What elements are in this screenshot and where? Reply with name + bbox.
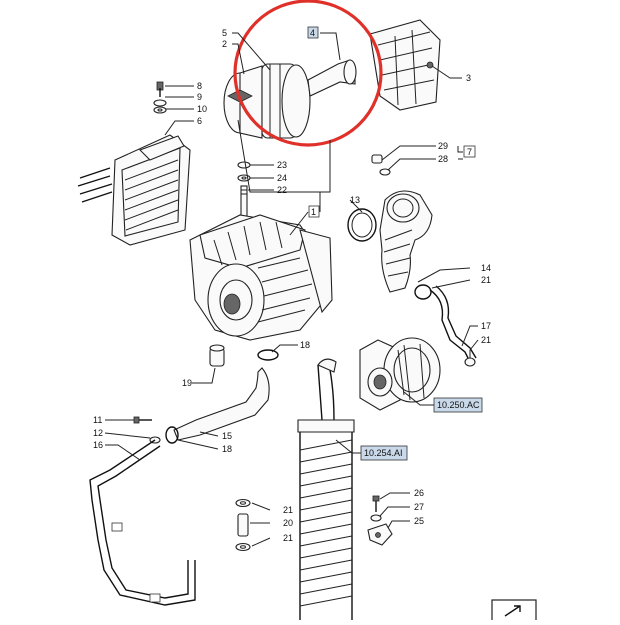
callout-25: 25 [414, 516, 424, 526]
callout-26: 26 [414, 488, 424, 498]
bolt-washer-11-12 [133, 416, 161, 444]
hose-clamp-13 [347, 208, 377, 242]
exhaust-pipe [297, 358, 355, 620]
callout-6: 6 [197, 116, 202, 126]
turbo-ref-label[interactable]: 10.250.AC [437, 400, 480, 410]
callout-15: 15 [222, 431, 232, 441]
turbocharger [359, 337, 441, 411]
bracket-set-25-27 [367, 495, 393, 546]
leader-lines [104, 32, 479, 547]
drain-hose-15 [165, 367, 270, 444]
intake-grille [77, 134, 191, 246]
callout-27: 27 [414, 502, 424, 512]
callout-10: 10 [197, 104, 207, 114]
airbox-bracket [369, 19, 441, 111]
callout-22: 22 [277, 185, 287, 195]
spacer-stack-20-21 [235, 498, 251, 552]
callout-21-b: 21 [481, 335, 491, 345]
callout-19: 19 [182, 378, 192, 388]
callout-17: 17 [481, 321, 491, 331]
bolt-washer-set-top [153, 81, 167, 114]
callout-18-b: 18 [222, 444, 232, 454]
exhaust-ref-label[interactable]: 10.254.AI [364, 448, 403, 458]
callout-4-box [307, 26, 319, 39]
callout-20: 20 [283, 518, 293, 528]
cap-oring-set [371, 154, 391, 176]
callout-11: 11 [93, 415, 102, 425]
callout-13: 13 [350, 195, 360, 205]
plug-19 [209, 344, 225, 367]
callout-21-c: 21 [283, 505, 293, 515]
callout-8: 8 [197, 81, 202, 91]
callout-1: 1 [311, 207, 316, 217]
intake-elbow-hose [379, 190, 433, 293]
drain-tube-16 [89, 439, 196, 606]
next-page-icon[interactable] [491, 599, 537, 625]
callout-18-a: 18 [300, 340, 310, 350]
callout-7: 7 [467, 147, 472, 157]
air-cleaner-body [189, 214, 333, 341]
callout-3: 3 [466, 73, 471, 83]
oring-18-upper [257, 349, 279, 361]
callout-14: 14 [481, 263, 491, 273]
callout-16: 16 [93, 440, 103, 450]
callout-4: 4 [310, 28, 315, 38]
callout-21-a: 21 [481, 275, 491, 285]
callout-2: 2 [222, 39, 227, 49]
highlight-circle [233, 0, 383, 147]
turbo-ref-box[interactable] [433, 397, 483, 413]
callout-21-d: 21 [283, 533, 293, 543]
callout-12: 12 [93, 428, 103, 438]
callout-24: 24 [277, 173, 287, 183]
callout-29: 29 [438, 141, 448, 151]
callout-28: 28 [438, 154, 448, 164]
exhaust-ref-box[interactable] [360, 445, 408, 461]
stud-washer-set [237, 161, 251, 217]
callout-9: 9 [197, 92, 202, 102]
callout-1-box [308, 205, 320, 218]
callout-23: 23 [277, 160, 287, 170]
breather-pipe [414, 284, 477, 367]
callout-5: 5 [222, 28, 227, 38]
callout-7-box [463, 145, 476, 158]
